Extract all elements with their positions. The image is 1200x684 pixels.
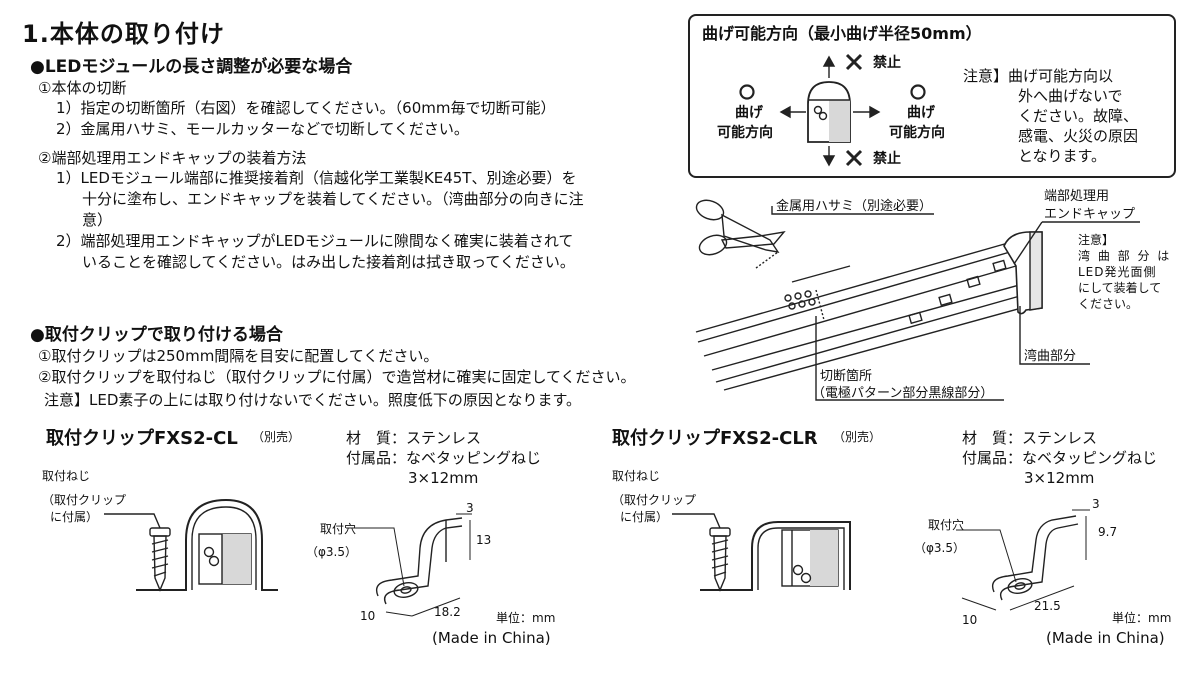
clip-caution: 注意】LED素子の上には取り付けないでください。照度低下の原因となります。 xyxy=(44,391,581,409)
clip1-screw-size: 3×12mm xyxy=(408,469,479,487)
bend-note-4: 感電、火災の原因 xyxy=(1018,127,1139,145)
cut-step-1: 1）指定の切断箇所（右図）を確認してください。（60mm毎で切断可能） xyxy=(56,99,556,117)
bend-note-3: ください。故障、 xyxy=(1018,107,1139,125)
cut-step-2: 2）金属用ハサミ、モールカッターなどで切断してください。 xyxy=(56,120,469,138)
clip1-dim-height: 13 xyxy=(476,533,492,547)
bend-ok-right-1: 曲げ xyxy=(907,105,935,121)
clip-step-2: ②取付クリップを取付ねじ（取付クリップに付属）で造営材に確実に固定してください。 xyxy=(38,368,636,386)
page-title: 1.本体の取り付け xyxy=(22,20,225,48)
bend-note-2: 外へ曲げないで xyxy=(1018,87,1123,105)
clip1-sold: （別売） xyxy=(252,430,301,444)
endcap-note-5: ください。 xyxy=(1078,297,1139,311)
x-mark-bottom xyxy=(845,149,863,167)
clip1-dim-width: 10 xyxy=(360,609,376,623)
arrow-left-icon xyxy=(779,105,791,119)
cap-step-2a: 2）端部処理用エンドキャップがLEDモジュールに隙間なく確実に装着されて xyxy=(56,232,574,250)
clip2-screw-label-1: 取付ねじ xyxy=(612,469,661,483)
clip1-material: 材 質：ステンレス xyxy=(346,429,482,447)
clip1-accessory: 付属品：なベタッピングねじ xyxy=(346,449,542,467)
clip1-screw-label-1: 取付ねじ xyxy=(42,469,91,483)
clip2-sold: （別売） xyxy=(833,430,882,444)
clip1-unit: 単位：mm xyxy=(496,611,556,625)
clip1-dim-length: 18.2 xyxy=(434,605,461,619)
clip1-screw-label-3: に付属） xyxy=(50,510,99,524)
arrow-down-icon xyxy=(822,155,836,167)
bend-diagram xyxy=(739,53,926,167)
clip2-dim-height: 9.7 xyxy=(1098,525,1118,539)
x-mark-top xyxy=(845,53,863,71)
clip1-drawing xyxy=(104,498,472,617)
arrow-right-icon xyxy=(869,105,881,119)
cap-step-2b: いることを確認してください。はみ出した接着剤は拭き取ってください。 xyxy=(82,253,575,271)
clip2-screw-label-2: （取付クリップ xyxy=(612,493,697,507)
clip2-name: 取付クリップFXS2-CLR xyxy=(612,428,818,449)
cap-heading: ②端部処理用エンドキャップの装着方法 xyxy=(38,149,307,167)
curved-part-label: 湾曲部分 xyxy=(1024,349,1077,364)
arrow-up-icon xyxy=(822,55,836,67)
bend-box-title: 曲げ可能方向（最小曲げ半径50mm） xyxy=(702,24,982,43)
clip1-screw-label-2: （取付クリップ xyxy=(42,493,127,507)
cut-point-label-1: 切断箇所 xyxy=(820,369,873,384)
prohibited-top: 禁止 xyxy=(873,55,901,71)
screw-icon xyxy=(149,527,171,592)
led-strip-diagram xyxy=(695,199,1140,401)
ok-circle-left xyxy=(739,84,755,100)
screw-icon xyxy=(709,527,731,592)
clip-step-1: ①取付クリップは250mm間隔を目安に配置してください。 xyxy=(38,347,439,365)
endcap-label-2: エンドキャップ xyxy=(1044,207,1136,222)
bend-ok-left-2: 可能方向 xyxy=(717,125,773,141)
endcap-note-3: LED発光面側 xyxy=(1078,265,1157,279)
bend-ok-left-1: 曲げ xyxy=(735,105,763,121)
scissors-icon xyxy=(695,199,786,269)
clip2-screw-label-3: に付属） xyxy=(620,510,669,524)
clip2-dim-thickness: 3 xyxy=(1092,497,1100,511)
bend-ok-right-2: 可能方向 xyxy=(889,125,945,141)
clip1-origin: (Made in China) xyxy=(432,629,551,647)
cap-step-1b: 十分に塗布し、エンドキャップを装着してください。（湾曲部分の向きに注 xyxy=(82,190,584,208)
prohibited-bottom: 禁止 xyxy=(873,151,901,167)
endcap-note-1: 注意】 xyxy=(1078,233,1115,247)
endcap-note-2: 湾 曲 部 分 は xyxy=(1078,249,1172,263)
cap-step-1c: 意） xyxy=(82,211,113,229)
bend-note-1: 注意】曲げ可能方向以 xyxy=(963,67,1114,85)
cut-heading: ①本体の切断 xyxy=(38,79,127,97)
clip2-hole-label-1: 取付穴 xyxy=(928,518,965,532)
clip2-origin: (Made in China) xyxy=(1046,629,1165,647)
scissors-label: 金属用ハサミ（別途必要） xyxy=(776,199,933,214)
endcap-label-1: 端部処理用 xyxy=(1044,189,1110,204)
clip2-screw-size: 3×12mm xyxy=(1024,469,1095,487)
clip1-dim-thickness: 3 xyxy=(466,501,474,515)
bend-direction-box xyxy=(688,14,1176,178)
clip2-material: 材 質：ステンレス xyxy=(962,429,1098,447)
endcap-note-4: にして装着して xyxy=(1078,281,1162,295)
clip2-accessory: 付属品：なベタッピングねじ xyxy=(962,449,1158,467)
clip-heading: ●取付クリップで取り付ける場合 xyxy=(30,325,283,345)
cap-step-1a: 1）LEDモジュール端部に推奨接着剤（信越化学工業製KE45T、別途必要）を xyxy=(56,169,577,187)
clip2-dim-width: 10 xyxy=(962,613,978,627)
bend-note-5: となります。 xyxy=(1018,147,1107,165)
clip1-name: 取付クリップFXS2-CL xyxy=(46,428,238,449)
cut-point-label-2: （電極パターン部分黒線部分） xyxy=(812,386,994,401)
clip1-hole-label-2: （φ3.5） xyxy=(306,545,358,559)
clip1-hole-label-1: 取付穴 xyxy=(320,522,357,536)
clip2-dim-length: 21.5 xyxy=(1034,599,1061,613)
clip2-drawing xyxy=(672,509,1090,611)
ok-circle-right xyxy=(910,84,926,100)
adjust-heading: ●LEDモジュールの長さ調整が必要な場合 xyxy=(30,57,353,77)
clip2-hole-label-2: （φ3.5） xyxy=(914,541,966,555)
clip2-unit: 単位：mm xyxy=(1112,611,1172,625)
